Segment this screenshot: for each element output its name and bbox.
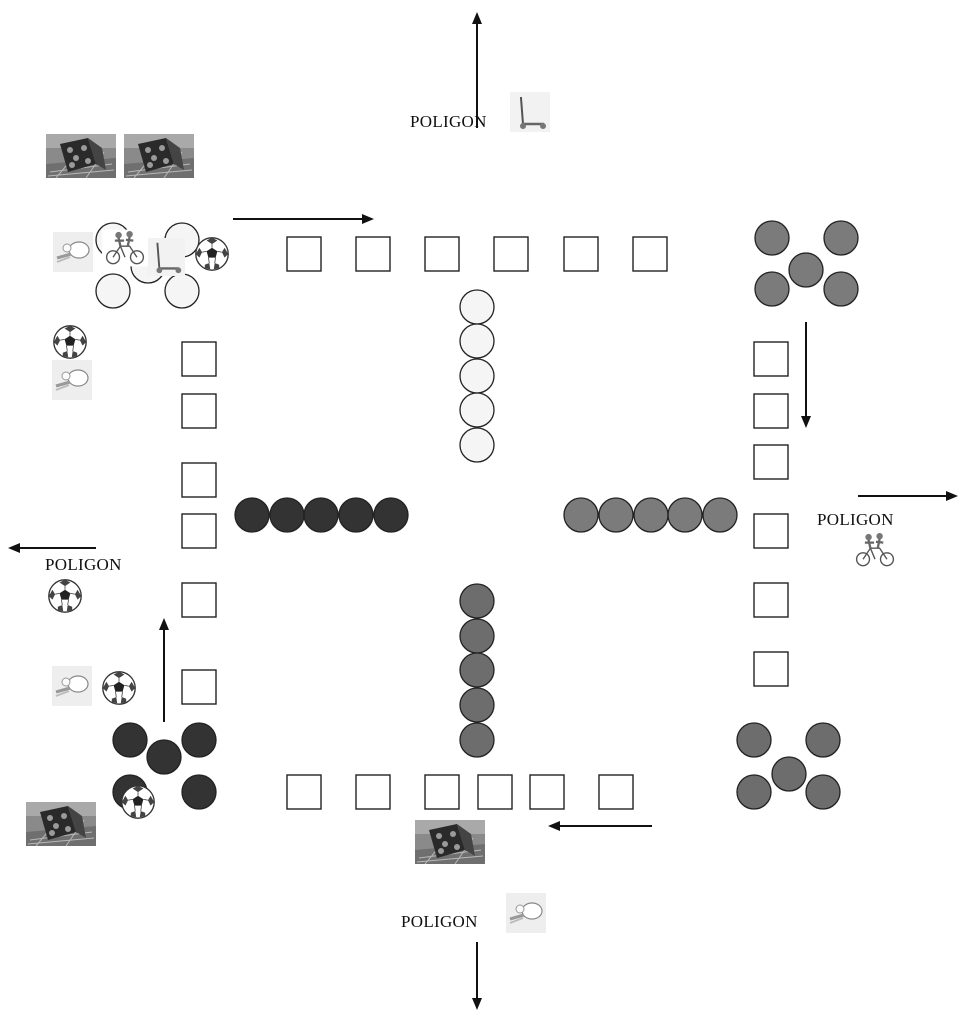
arrow-bottom-down <box>472 942 482 1010</box>
racket-icon <box>52 360 92 400</box>
cyclists-icon <box>102 230 148 267</box>
ball-icon <box>196 238 228 270</box>
track-top <box>287 237 667 271</box>
home-gray-pieces <box>755 221 858 306</box>
ball-icon <box>103 672 135 704</box>
racket-icon <box>506 893 546 933</box>
track-bottom <box>287 775 633 809</box>
ball-icon <box>54 326 86 358</box>
scooter-icon <box>510 92 550 132</box>
arrow-top-up <box>472 12 482 128</box>
arrow-right-out <box>858 491 958 501</box>
racket-icon <box>52 666 92 706</box>
home-darkgray-pieces <box>737 723 840 809</box>
arrow-bottom-left <box>548 821 652 831</box>
lane-black <box>235 498 408 532</box>
arrow-left-out <box>8 543 96 553</box>
lane-gray <box>564 498 737 532</box>
lane-darkgray <box>460 584 494 757</box>
arrow-right-down <box>801 322 811 428</box>
dice-icon <box>124 134 194 178</box>
dice-icon <box>415 820 485 864</box>
arrow-left-up <box>159 618 169 722</box>
track-left <box>182 342 216 704</box>
ball-icon <box>49 580 81 612</box>
racket-icon <box>53 232 93 272</box>
cyclists-icon <box>852 532 898 569</box>
dice-icon <box>26 802 96 846</box>
ball-icon <box>122 786 154 818</box>
arrow-top-right <box>233 214 374 224</box>
scooter-icon <box>147 238 185 276</box>
track-right <box>754 342 788 686</box>
dice-icon <box>46 134 116 178</box>
lane-white <box>460 290 494 462</box>
